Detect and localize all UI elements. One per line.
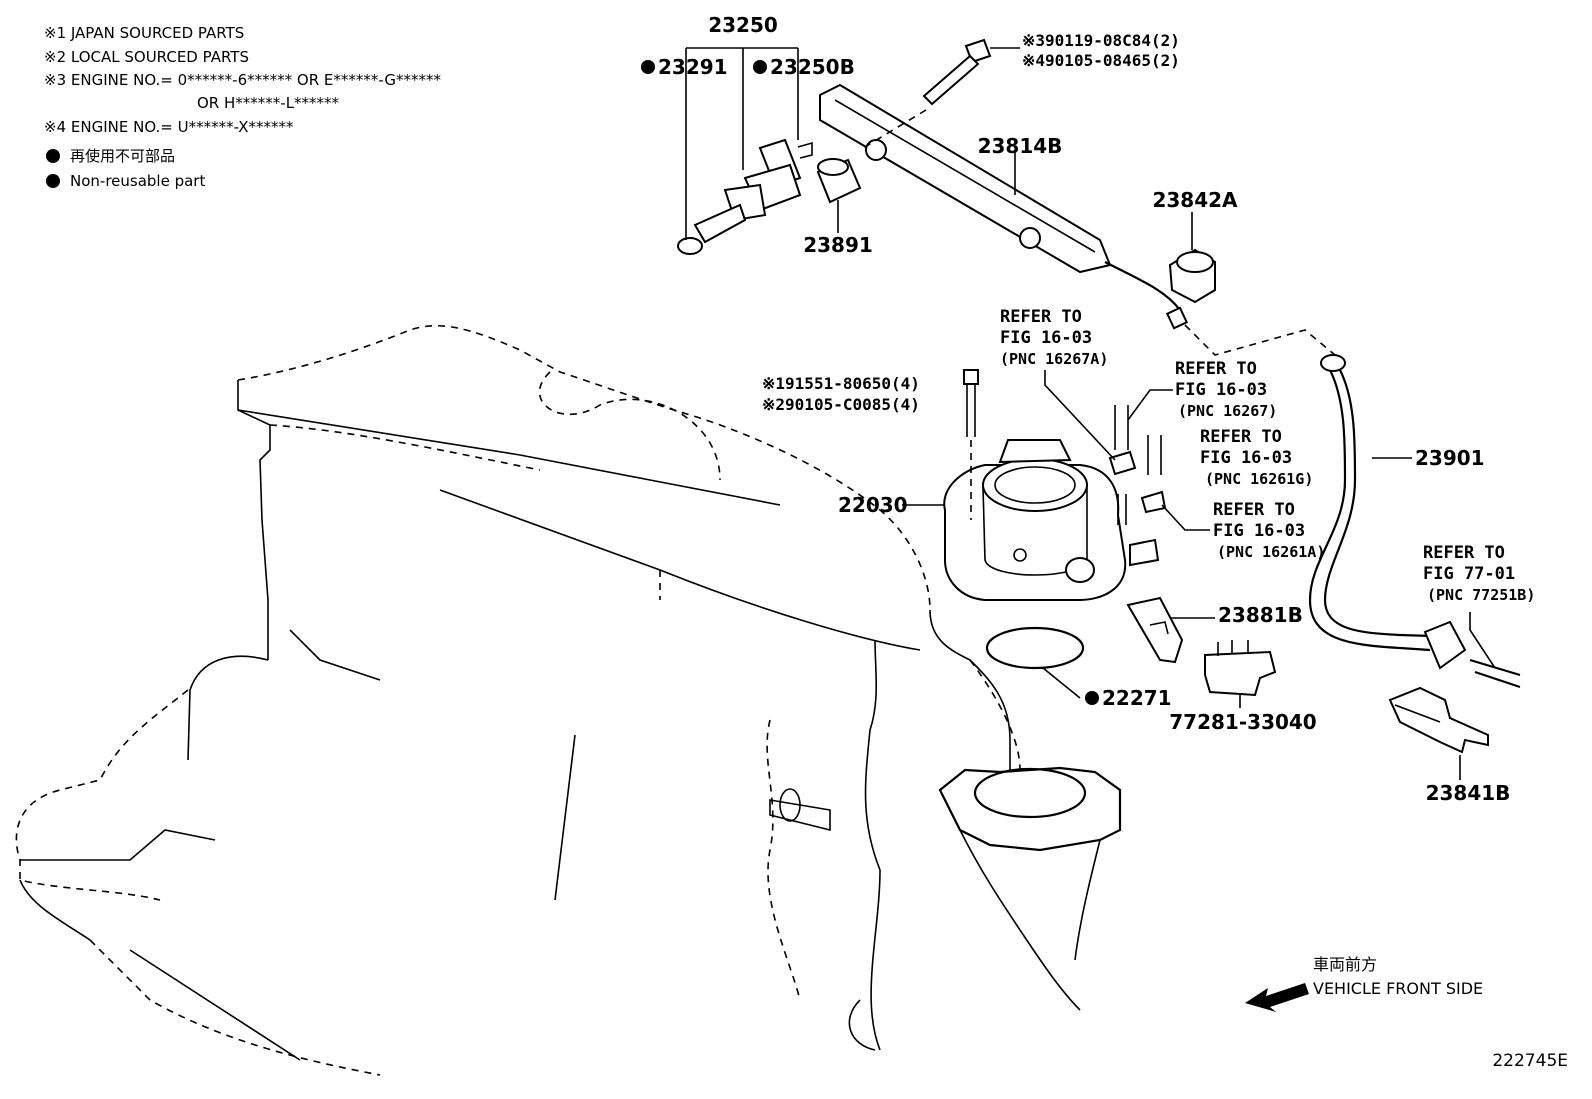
non-reusable-dot-icon: [641, 60, 655, 74]
ref-16261a-line2: FIG 16-03: [1213, 521, 1305, 541]
vehicle-front-indicator: 車両前方 VEHICLE FRONT SIDE: [1245, 955, 1483, 1012]
throttle-gasket: [985, 626, 1085, 670]
ref-callout-77251b: REFER TO FIG 77-01 (PNC 77251B): [1423, 543, 1535, 669]
diagram-code: 222745E: [1492, 1051, 1568, 1071]
label-23841b: 23841B: [1426, 781, 1511, 805]
throttle-hoses: [1108, 405, 1167, 525]
label-23901: 23901: [1415, 446, 1485, 470]
label-23250b: 23250B: [770, 55, 855, 79]
ref-16261g-line1: REFER TO: [1200, 427, 1282, 447]
ref-16267a-line1: REFER TO: [1000, 307, 1082, 327]
label-bolt-390119: ※390119-08C84(2): [1022, 31, 1180, 50]
ref-16267a-line3: (PNC 16267A): [1000, 350, 1108, 368]
label-23814b: 23814B: [978, 134, 1063, 158]
ref-77251b-line1: REFER TO: [1423, 543, 1505, 563]
non-reusable-jp: 再使用不可部品: [70, 147, 175, 165]
non-reusable-dot-icon: [1085, 691, 1099, 705]
ref-callout-16261a: REFER TO FIG 16-03 (PNC 16261A): [1161, 500, 1325, 561]
ref-16267-line1: REFER TO: [1175, 359, 1257, 379]
clip-23841b: [1388, 686, 1489, 754]
ref-16261a-line1: REFER TO: [1213, 500, 1295, 520]
ref-16267a-line2: FIG 16-03: [1000, 328, 1092, 348]
grommet-23842a: [1168, 248, 1216, 304]
label-bolt-490105: ※490105-08465(2): [1022, 51, 1180, 70]
leader-23250: [685, 47, 799, 240]
ref-16267-line2: FIG 16-03: [1175, 380, 1267, 400]
ref-77251b-line3: (PNC 77251B): [1427, 586, 1535, 604]
label-23842a: 23842A: [1152, 188, 1238, 212]
note-engine-no-4: ※4 ENGINE NO.= U******-X******: [44, 118, 294, 136]
label-23881b: 23881B: [1218, 603, 1303, 627]
label-23891: 23891: [803, 233, 873, 257]
fuel-injector: [677, 138, 813, 255]
leader-22271: [1042, 667, 1081, 699]
non-reusable-en: Non-reusable part: [70, 172, 205, 190]
ref-16261a-line3: (PNC 16261A): [1217, 543, 1325, 561]
rail-bolt: [922, 38, 992, 106]
note-local-sourced: ※2 LOCAL SOURCED PARTS: [44, 48, 249, 66]
fuel-hose: [1184, 324, 1521, 689]
label-77281-33040: 77281-33040: [1169, 710, 1316, 734]
label-bolt-290105: ※290105-C0085(4): [762, 395, 920, 414]
non-reusable-dot-icon: [46, 149, 60, 163]
ref-16261g-line2: FIG 16-03: [1200, 448, 1292, 468]
note-japan-sourced: ※1 JAPAN SOURCED PARTS: [44, 24, 244, 42]
non-reusable-dot-icon: [46, 174, 60, 188]
front-text-jp: 車両前方: [1313, 955, 1377, 974]
label-23250: 23250: [708, 13, 778, 37]
engine-outline: [15, 324, 1021, 1076]
note-engine-no-3: ※3 ENGINE NO.= 0******-6****** OR E*****…: [44, 71, 441, 89]
bracket-23881b: [1126, 596, 1184, 664]
intake-flange: [769, 766, 1122, 1011]
ref-16261g-line3: (PNC 16261G): [1205, 470, 1313, 488]
throttle-body: [943, 439, 1160, 601]
label-bolt-191551: ※191551-80650(4): [762, 374, 920, 393]
injector-insulator: [816, 158, 862, 204]
ref-77251b-line2: FIG 77-01: [1423, 564, 1515, 584]
non-reusable-dot-icon: [753, 60, 767, 74]
ref-16267-line3: (PNC 16267): [1178, 402, 1277, 420]
label-23291: 23291: [658, 55, 728, 79]
legend-notes: ※1 JAPAN SOURCED PARTS ※2 LOCAL SOURCED …: [44, 24, 441, 190]
front-arrow-icon: [1245, 983, 1309, 1012]
throttle-bolt: [963, 369, 979, 437]
ref-callout-16261g: REFER TO FIG 16-03 (PNC 16261G): [1200, 427, 1313, 488]
fuel-delivery-pipe: [819, 83, 1189, 330]
note-engine-no-3-cont: OR H******-L******: [197, 94, 340, 112]
label-22271: 22271: [1102, 686, 1172, 710]
ref-callout-16267a: REFER TO FIG 16-03 (PNC 16267A): [1000, 307, 1116, 461]
label-22030: 22030: [838, 493, 908, 517]
clamp-77281: [1204, 640, 1277, 697]
ref-callout-16267: REFER TO FIG 16-03 (PNC 16267): [1127, 359, 1277, 421]
front-text-en: VEHICLE FRONT SIDE: [1313, 979, 1483, 998]
